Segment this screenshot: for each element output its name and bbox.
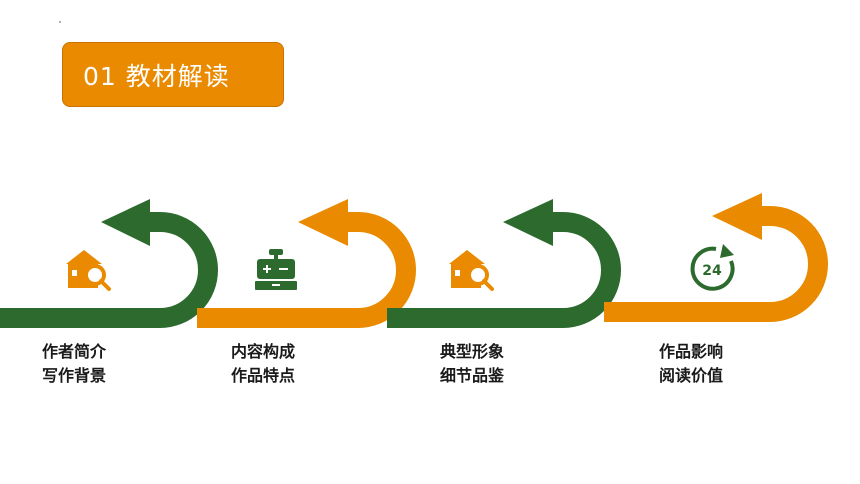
u-turn-arrow-3 xyxy=(387,199,621,328)
u-turn-arrow-1 xyxy=(0,199,218,328)
step-2-line-2: 作品特点 xyxy=(231,366,296,385)
house-search-icon-2 xyxy=(449,250,494,291)
step-1-line-1: 作者简介 xyxy=(42,342,107,361)
step-2-line-1: 内容构成 xyxy=(231,342,296,361)
step-4-line-1: 作品影响 xyxy=(659,342,724,361)
step-1-line-2: 写作背景 xyxy=(42,366,107,385)
slide-dot xyxy=(59,21,61,23)
section-title: 01 教材解读 xyxy=(83,61,230,91)
step-caption-1: 作者简介 写作背景 xyxy=(42,340,106,388)
house-search-icon xyxy=(66,250,111,291)
step-caption-3: 典型形象 细节品鉴 xyxy=(440,340,504,388)
cash-register-icon xyxy=(255,249,297,290)
step-caption-2: 内容构成 作品特点 xyxy=(231,340,295,388)
step-caption-4: 作品影响 阅读价值 xyxy=(659,340,723,388)
24-hour-icon: 24 xyxy=(690,244,735,291)
u-turn-arrow-4 xyxy=(604,193,828,322)
step-4-line-2: 阅读价值 xyxy=(659,366,724,385)
section-title-box: 01 教材解读 xyxy=(62,42,284,107)
24-hour-label: 24 xyxy=(702,263,722,279)
step-3-line-1: 典型形象 xyxy=(440,342,505,361)
step-3-line-2: 细节品鉴 xyxy=(440,366,505,385)
u-turn-arrow-2 xyxy=(197,199,416,328)
